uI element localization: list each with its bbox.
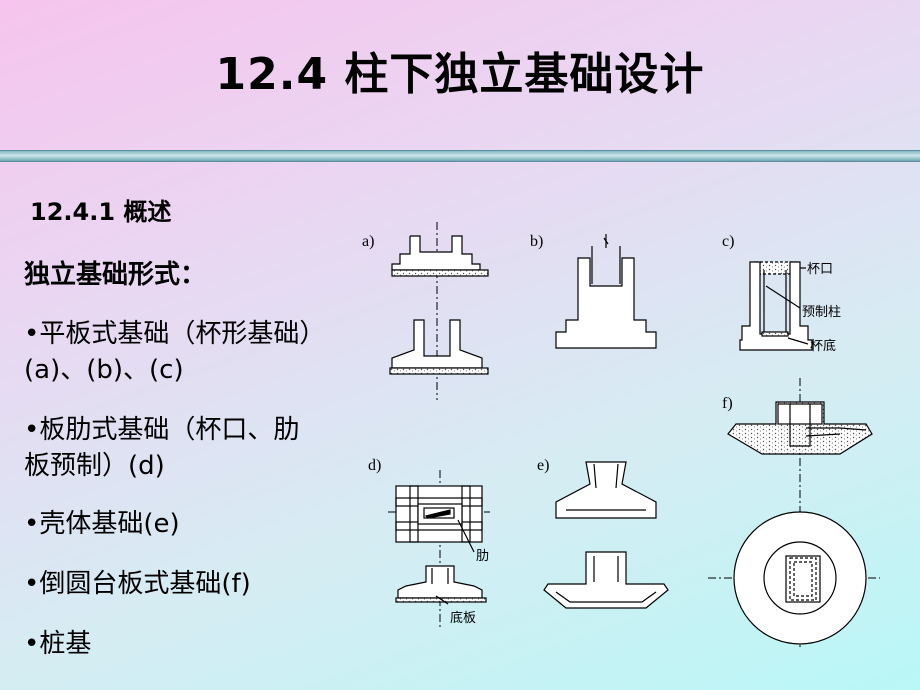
precast-note: 预制柱: [802, 305, 841, 320]
page-title: 12.4 柱下独立基础设计: [215, 49, 705, 100]
forms-label: 独立基础形式：: [24, 260, 207, 290]
bullet-ribbed-slab: •板肋式基础（杯口、肋 板预制）(d): [24, 412, 299, 484]
section-heading: 12.4.1 概述: [30, 198, 172, 226]
cup-note: 杯口: [807, 262, 833, 277]
bullet-line: •壳体基础(e): [24, 509, 180, 539]
bullet-flat-slab: •平板式基础（杯形基础） (a)、(b)、(c): [24, 316, 325, 388]
bullet-line: •板肋式基础（杯口、肋: [24, 415, 300, 445]
figure-a-caption: a): [362, 233, 374, 250]
figure-b: b): [530, 233, 657, 349]
base-plate-note: 底板: [450, 610, 476, 626]
figure-e-caption: e): [537, 457, 549, 474]
figure-f: f): [708, 378, 880, 650]
figure-d: d) 肋 底板: [368, 457, 490, 630]
bullet-line: •桩基: [24, 629, 92, 659]
figure-d-caption: d): [368, 457, 381, 474]
figure-a: a): [362, 222, 489, 400]
bullet-shell: •壳体基础(e): [24, 506, 180, 542]
bullet-line: 板预制）(d): [24, 451, 165, 481]
bullet-line: (a)、(b)、(c): [24, 355, 184, 385]
title-divider: [0, 150, 920, 162]
cup-bottom-note: 杯底: [810, 338, 836, 354]
figure-f-caption: f): [722, 395, 733, 412]
figure-c: c) 杯口 预制柱 杯底: [722, 233, 841, 354]
bullet-pile: •桩基: [24, 626, 91, 662]
figure-b-caption: b): [530, 233, 543, 250]
bullet-line: •平板式基础（杯形基础）: [24, 319, 326, 349]
figure-e: e): [537, 457, 669, 609]
bullet-line: •倒圆台板式基础(f): [24, 569, 251, 599]
bullet-inverted-cone: •倒圆台板式基础(f): [24, 566, 251, 602]
rib-note: 肋: [476, 549, 489, 564]
figure-c-caption: c): [722, 233, 734, 250]
